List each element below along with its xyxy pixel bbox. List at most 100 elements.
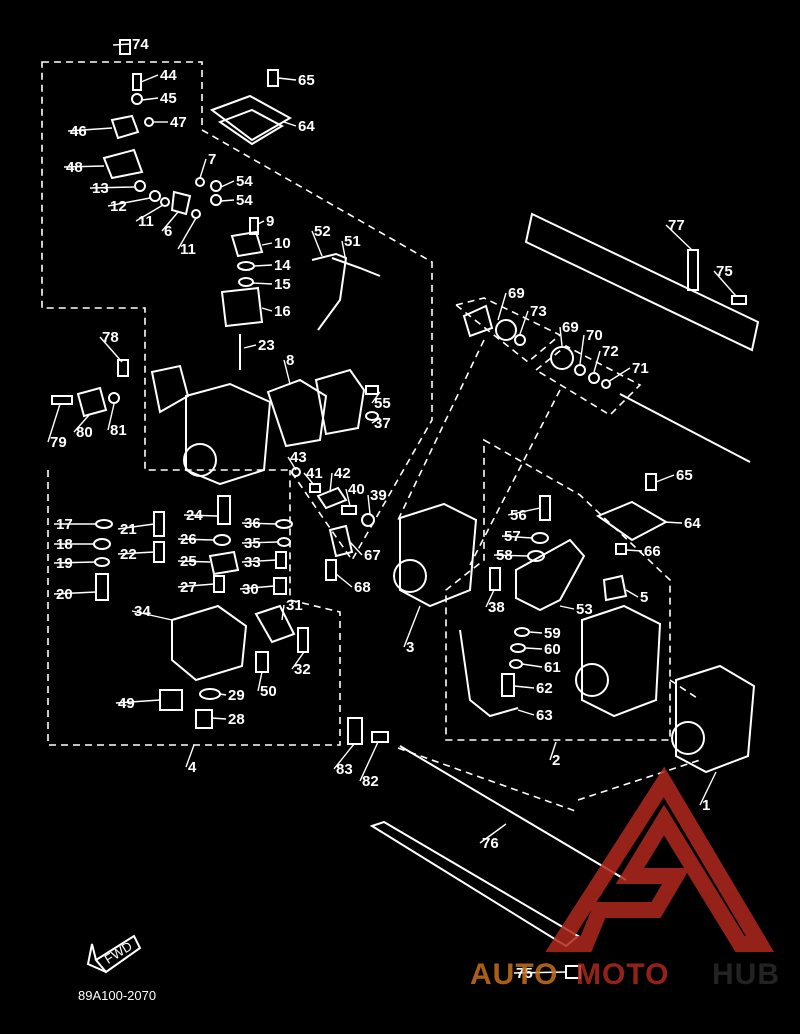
watermark-word-auto: AUTO [470, 958, 558, 991]
leader-line-10 [261, 242, 273, 246]
callout-78: 78 [102, 329, 119, 346]
callout-23: 23 [258, 337, 275, 354]
callout-42: 42 [334, 465, 351, 482]
callout-49: 49 [118, 695, 135, 712]
callout-39: 39 [370, 487, 387, 504]
leader-line-71 [607, 367, 631, 383]
screw-74 [119, 39, 131, 55]
callout-labels: 7444454746481312116117545465649101415162… [47, 36, 737, 982]
cap-39 [361, 513, 375, 527]
callout-83: 83 [336, 761, 353, 778]
callout-8: 8 [286, 352, 294, 369]
leader-line-11b [177, 217, 197, 250]
callout-70: 70 [586, 327, 603, 344]
leader-line-41 [303, 472, 315, 486]
drain-49 [159, 689, 183, 711]
washer-11b [191, 209, 201, 219]
bracket-5 [602, 574, 628, 602]
outline-shaft-box-left [454, 297, 562, 364]
callout-11b: 11 [180, 241, 196, 258]
callout-24: 24 [186, 507, 203, 524]
leader-line-75b [513, 971, 567, 974]
leader-line-62 [513, 685, 535, 689]
carb-2-body [581, 604, 662, 718]
callout-13: 13 [92, 180, 109, 197]
callout-3: 3 [406, 639, 414, 656]
spring-70 [574, 364, 586, 376]
leader-line-51 [341, 240, 347, 263]
leader-line-26 [177, 538, 215, 541]
leader-line-2 [549, 741, 557, 761]
callout-82: 82 [362, 773, 379, 790]
callout-22: 22 [120, 546, 137, 563]
bracket-lower [369, 820, 580, 948]
callout-47: 47 [170, 114, 187, 131]
screw-50 [255, 651, 269, 673]
washer-12 [149, 190, 161, 202]
watermark-word-moto: MOTO [576, 958, 669, 991]
shaft-71 [619, 393, 751, 463]
ring-26 [213, 534, 231, 546]
leader-line-54b [220, 199, 235, 202]
leader-line-70 [579, 334, 585, 365]
leader-line-25 [177, 560, 211, 563]
callout-17: 17 [56, 516, 73, 533]
leader-line-82 [359, 741, 379, 782]
ring-43 [291, 467, 301, 477]
leader-line-29 [219, 693, 227, 696]
callout-15: 15 [274, 276, 291, 293]
callout-46: 46 [70, 123, 87, 140]
ring-57 [531, 532, 549, 544]
washer-37 [365, 411, 379, 421]
callout-56: 56 [510, 507, 527, 524]
callout-5: 5 [640, 589, 648, 606]
leader-line-46 [67, 127, 113, 132]
leader-line-7 [199, 158, 207, 179]
leader-line-32 [291, 651, 305, 670]
outline-top-left [41, 61, 433, 562]
callout-14: 14 [274, 257, 291, 274]
washer-54a [210, 180, 222, 192]
screw-65b [645, 473, 657, 491]
leader-line-37 [371, 417, 381, 424]
leader-line-28 [211, 717, 227, 720]
valve-42 [316, 486, 348, 510]
leader-line-48 [63, 165, 105, 168]
leader-line-75a [713, 270, 737, 297]
leader-line-60 [525, 647, 543, 650]
leader-line-44 [140, 74, 159, 83]
leader-line-73 [519, 310, 529, 335]
callout-77: 77 [668, 217, 685, 234]
callout-38: 38 [488, 599, 505, 616]
leader-line-38 [485, 589, 495, 608]
ring-61 [509, 659, 523, 669]
callout-1: 1 [702, 797, 710, 814]
ring-14 [237, 261, 255, 271]
ring-36 [275, 519, 293, 529]
clip-7 [195, 177, 205, 187]
bracket-77 [524, 212, 760, 352]
valve-31 [254, 604, 296, 644]
callout-30: 30 [242, 581, 259, 598]
leader-line-42 [329, 472, 333, 493]
leader-line-6 [161, 211, 179, 232]
collar-69a [462, 304, 494, 338]
screw-55 [365, 385, 379, 395]
carb-2-throat [575, 663, 609, 697]
leader-line-43 [287, 456, 297, 471]
leader-line-3 [403, 605, 421, 648]
callout-65a: 65 [298, 72, 315, 89]
jet-21 [153, 511, 165, 537]
leader-line-31 [281, 604, 285, 621]
leader-line-13 [89, 186, 135, 189]
screw-32 [297, 627, 309, 653]
leader-line-61 [521, 663, 543, 668]
jet-27 [213, 575, 225, 593]
leader-line-11a [135, 204, 164, 222]
carb-3-throat [393, 559, 427, 593]
leader-line-54a [220, 180, 235, 188]
callout-75a: 75 [716, 263, 733, 280]
screw-65a [267, 69, 279, 87]
ring-15 [238, 277, 254, 287]
screw-67 [328, 524, 354, 558]
